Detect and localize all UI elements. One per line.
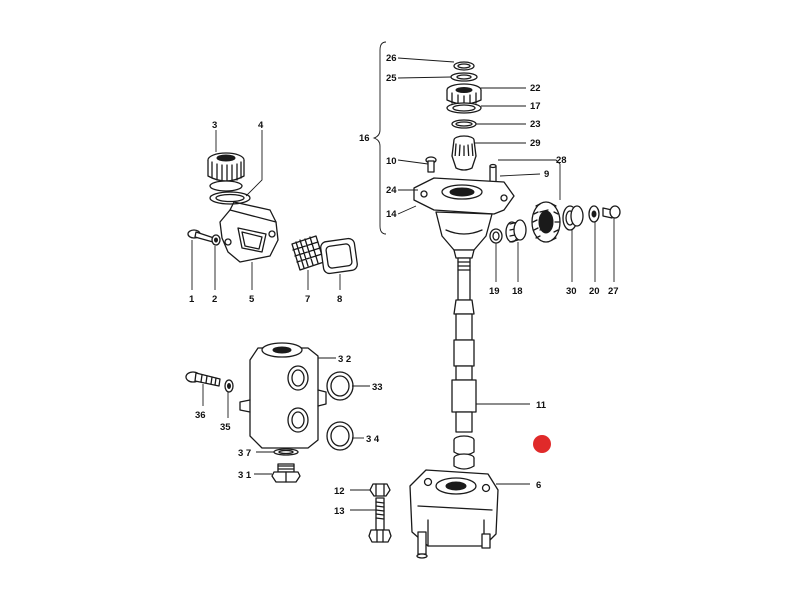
shaft-assembly <box>372 41 621 559</box>
label-part-6: 6 <box>536 480 541 491</box>
part-31-plug <box>271 463 301 483</box>
label-part-12: 12 <box>334 486 345 497</box>
part-14-housing-body <box>435 211 493 259</box>
part-27-bolt <box>602 205 621 219</box>
part-4-seal-ring <box>209 191 251 205</box>
label-part-34: 3 4 <box>366 434 380 445</box>
part-19-bushing <box>489 228 503 244</box>
label-part-36: 36 <box>195 410 206 421</box>
part-20-washer <box>588 205 600 223</box>
part-6-pump-body <box>409 469 499 559</box>
part-17-ring <box>446 102 482 114</box>
part-28-bevel-gear <box>531 201 561 243</box>
part-labels: 3 4 1 2 5 7 8 3 2 33 36 35 3 4 3 7 3 1 1… <box>189 53 619 517</box>
part-5-strainer-housing <box>219 201 279 263</box>
label-part-22: 22 <box>530 83 541 94</box>
part-13-bolt <box>368 497 392 543</box>
part-24-housing-flange <box>413 177 515 215</box>
label-part-8: 8 <box>337 294 342 305</box>
label-part-13: 13 <box>334 506 345 517</box>
part-25-washer <box>450 72 478 82</box>
label-part-11: 11 <box>536 400 547 411</box>
label-part-2: 2 <box>212 294 217 305</box>
label-part-35: 35 <box>220 422 231 433</box>
label-part-37: 3 7 <box>238 448 251 459</box>
part-36-bolt <box>185 371 221 387</box>
part-30-bearing <box>562 205 584 231</box>
part-34-o-ring <box>326 421 354 451</box>
valve-block-assembly <box>185 342 370 483</box>
part-8-gasket <box>320 237 358 275</box>
label-part-20: 20 <box>589 286 600 297</box>
label-part-16: 16 <box>359 133 370 144</box>
part-37-small-seal <box>273 448 299 456</box>
part-2-washer <box>211 234 221 246</box>
part-33-o-ring <box>326 371 354 401</box>
label-part-27: 27 <box>608 286 619 297</box>
label-part-30: 30 <box>566 286 577 297</box>
part-11-drive-shaft <box>451 257 477 470</box>
part-18-bearing <box>505 219 527 243</box>
part-35-washer <box>224 379 234 393</box>
label-part-5: 5 <box>249 294 255 305</box>
part-29-bevel-gear <box>451 135 477 171</box>
label-part-32: 3 2 <box>338 354 351 365</box>
label-part-4: 4 <box>258 120 264 131</box>
label-part-7: 7 <box>305 294 310 305</box>
label-part-19: 19 <box>489 286 500 297</box>
part-12-nut <box>369 483 391 497</box>
label-part-26: 26 <box>386 53 397 64</box>
label-part-23: 23 <box>530 119 541 130</box>
bolt-assembly-12-13 <box>350 483 392 543</box>
part-32-valve-block <box>239 342 327 449</box>
part-7-mesh-screen <box>291 235 325 271</box>
label-part-14: 14 <box>386 209 397 220</box>
label-part-31: 3 1 <box>238 470 252 481</box>
part-22-bearing <box>446 83 482 107</box>
part-23-circlip <box>451 119 477 129</box>
label-part-1: 1 <box>189 294 195 305</box>
part-3-filler-cap <box>207 152 245 192</box>
label-part-24: 24 <box>386 185 397 196</box>
filler-cap-assembly <box>187 130 358 290</box>
red-marker-dot <box>533 435 551 453</box>
label-part-18: 18 <box>512 286 523 297</box>
label-part-3: 3 <box>212 120 217 131</box>
label-part-29: 29 <box>530 138 541 149</box>
part-10-bolt <box>425 156 437 173</box>
label-part-33: 33 <box>372 382 383 393</box>
label-part-10: 10 <box>386 156 397 167</box>
label-part-9: 9 <box>544 169 549 180</box>
label-part-28: 28 <box>556 155 567 166</box>
label-part-17: 17 <box>530 101 541 112</box>
label-part-25: 25 <box>386 73 397 84</box>
part-26-circlip <box>453 61 475 71</box>
